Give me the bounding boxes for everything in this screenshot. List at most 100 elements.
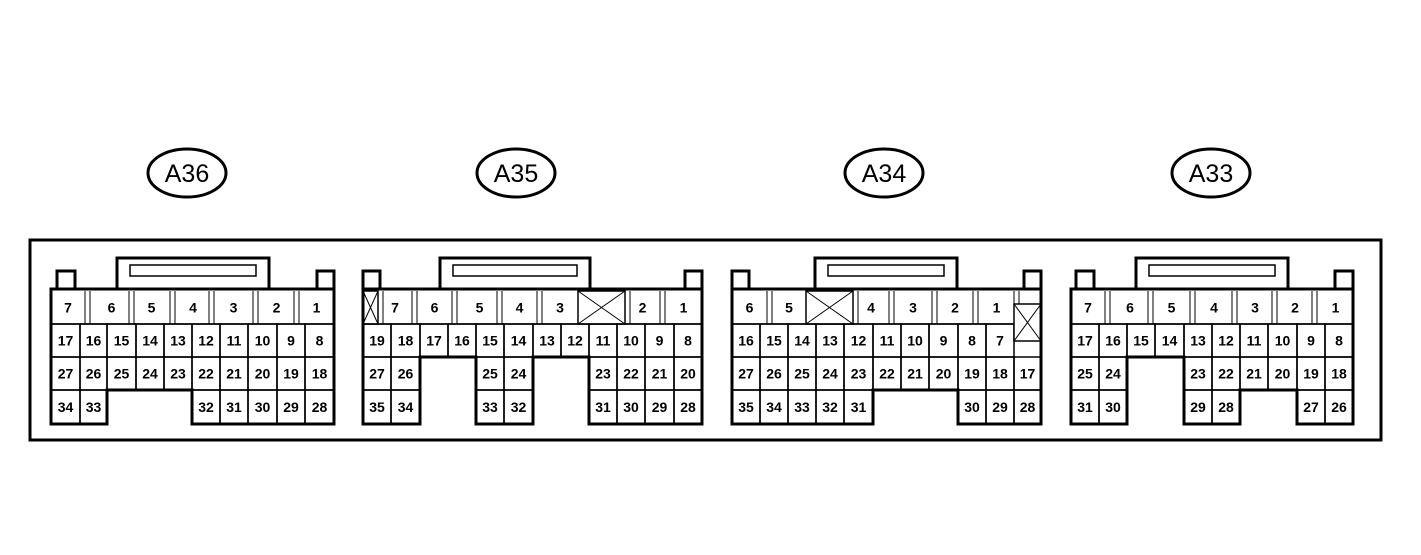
- latch-slot: [129, 264, 257, 277]
- pin-label: 35: [369, 399, 385, 415]
- pin-label: 34: [398, 399, 414, 415]
- pin-label: 26: [766, 366, 782, 382]
- outer-frame: [28, 238, 1383, 442]
- pin-label: 31: [226, 399, 242, 415]
- pin-label: 15: [482, 333, 498, 349]
- pin-label: 16: [86, 333, 102, 349]
- pin-label: 33: [86, 399, 102, 415]
- pin-label: 25: [1077, 366, 1093, 382]
- pin-label: 11: [596, 333, 611, 349]
- pin-label: 13: [822, 333, 838, 349]
- pin-label: 11: [1247, 333, 1262, 349]
- pin-label: 24: [822, 366, 838, 382]
- pin-label: 31: [595, 399, 611, 415]
- pin-label: 19: [283, 366, 299, 382]
- connector-label: A35: [494, 160, 538, 188]
- latch-slot: [1148, 264, 1276, 277]
- pin-label: 7: [64, 300, 72, 316]
- pin-label: 14: [1162, 333, 1178, 349]
- pin-label: 28: [1020, 399, 1036, 415]
- pin-label: 2: [951, 300, 959, 316]
- pin-label: 11: [227, 333, 242, 349]
- pin-label: 27: [369, 366, 385, 382]
- pin-label: 16: [454, 333, 470, 349]
- pin-label: 35: [738, 399, 754, 415]
- pin-label: 18: [1331, 366, 1347, 382]
- pin-label: 3: [1251, 300, 1259, 316]
- pin-label: 7: [391, 300, 399, 316]
- pin-label: 3: [556, 300, 564, 316]
- connector-tab: [361, 269, 382, 291]
- pin-label: 27: [58, 366, 74, 382]
- pin-label: 13: [170, 333, 186, 349]
- pin-label: 18: [312, 366, 328, 382]
- pin-label: 11: [880, 333, 895, 349]
- pin-label: 27: [1303, 399, 1319, 415]
- pin-label: 15: [114, 333, 130, 349]
- pin-label: 33: [482, 399, 498, 415]
- pin-label: 9: [287, 333, 295, 349]
- pin-label: 20: [680, 366, 696, 382]
- pin-label: 24: [1105, 366, 1121, 382]
- pin-label: 19: [1303, 366, 1319, 382]
- pin-label: 16: [1105, 333, 1121, 349]
- pin-label: 6: [431, 300, 439, 316]
- connector-label-a35: A35: [475, 147, 557, 199]
- pin-label: 5: [785, 300, 793, 316]
- pin-label: 21: [652, 366, 668, 382]
- connector-label: A34: [862, 160, 907, 188]
- pin-label: 10: [1275, 333, 1291, 349]
- pin-label: 5: [476, 300, 484, 316]
- pin-label: 14: [794, 333, 810, 349]
- pin-label: 29: [652, 399, 668, 415]
- pin-label: 1: [1332, 300, 1340, 316]
- pin-label: 12: [1218, 333, 1234, 349]
- pin-label: 10: [255, 333, 271, 349]
- pin-label: 17: [426, 333, 442, 349]
- pin-label: 20: [1275, 366, 1291, 382]
- pin-label: 22: [879, 366, 895, 382]
- pin-label: 3: [230, 300, 238, 316]
- pin-label: 24: [142, 366, 158, 382]
- pin-label: 15: [766, 333, 782, 349]
- pin-label: 15: [1133, 333, 1149, 349]
- pin-label: 8: [684, 333, 692, 349]
- pin-label: 33: [794, 399, 810, 415]
- pin-label: 30: [964, 399, 980, 415]
- connector-label-a34: A34: [843, 147, 925, 199]
- pin-label: 14: [511, 333, 527, 349]
- pin-label: 18: [992, 366, 1008, 382]
- pin-label: 13: [1190, 333, 1206, 349]
- connector-tab: [1333, 269, 1355, 291]
- pin-label: 25: [114, 366, 130, 382]
- pin-label: 32: [198, 399, 214, 415]
- pin-label: 29: [1190, 399, 1206, 415]
- pin-label: 2: [639, 300, 647, 316]
- pin-label: 12: [851, 333, 867, 349]
- pin-label: 22: [623, 366, 639, 382]
- latch-slot: [452, 264, 578, 277]
- pin-label: 10: [623, 333, 639, 349]
- pin-label: 20: [936, 366, 952, 382]
- pin-label: 23: [595, 366, 611, 382]
- label-ellipse: [1170, 147, 1252, 199]
- pin-label: 21: [907, 366, 923, 382]
- pin-label: 28: [680, 399, 696, 415]
- latch-slot: [827, 264, 945, 277]
- pin-label: 13: [539, 333, 555, 349]
- pin-label: 16: [738, 333, 754, 349]
- pin-label: 26: [86, 366, 102, 382]
- pin-label: 31: [1077, 399, 1093, 415]
- pin-label: 32: [822, 399, 838, 415]
- pin-label: 2: [273, 300, 281, 316]
- connector-tab: [315, 269, 336, 291]
- pin-label: 19: [964, 366, 980, 382]
- pin-label: 21: [226, 366, 242, 382]
- pin-label: 28: [1218, 399, 1234, 415]
